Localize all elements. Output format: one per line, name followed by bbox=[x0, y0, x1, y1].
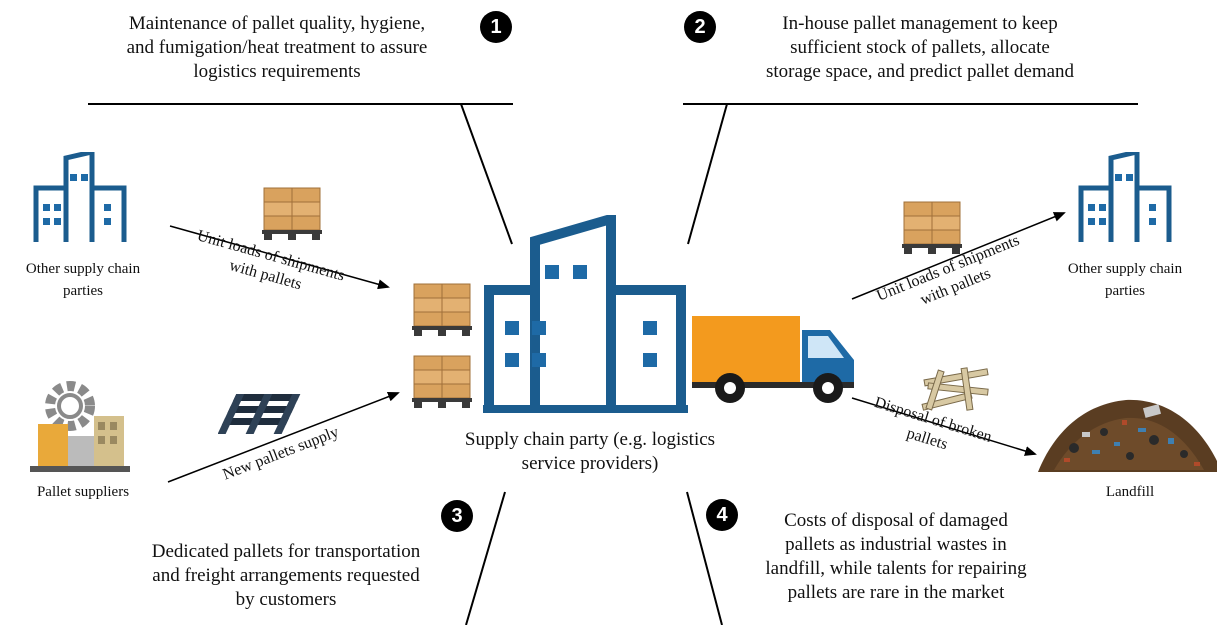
point-2-text: In-house pallet management to keep suffi… bbox=[710, 12, 1130, 84]
center-label-line: service providers) bbox=[521, 453, 659, 474]
box-pallet-icon bbox=[902, 201, 962, 254]
point-4-line: Costs of disposal of damaged bbox=[784, 510, 1008, 531]
factory-icon bbox=[30, 381, 130, 472]
point-1-leader bbox=[460, 103, 513, 245]
left-unit-loads-arrow bbox=[169, 225, 390, 290]
point-1-line: Maintenance of pallet quality, hygiene, bbox=[128, 13, 426, 34]
center-label-line: Supply chain party (e.g. logistics bbox=[464, 429, 716, 450]
suppliers-label: Pallet suppliers bbox=[36, 484, 130, 500]
empty-pallet-icon bbox=[218, 394, 301, 434]
point-4-line: pallets as industrial wastes in bbox=[785, 534, 1007, 555]
point-1-line: logistics requirements bbox=[193, 61, 361, 82]
point-4-text: Costs of disposal of damaged pallets as … bbox=[726, 509, 1066, 605]
building-icon bbox=[1078, 152, 1172, 242]
left-parties-line: parties bbox=[63, 283, 103, 299]
point-1-badge: 1 bbox=[480, 11, 512, 43]
right-unit-loads-arrow bbox=[851, 212, 1066, 300]
point-3-text: Dedicated pallets for transportation and… bbox=[96, 540, 476, 612]
point-3-line: by customers bbox=[235, 589, 337, 610]
building-icon bbox=[33, 152, 127, 242]
point-4-line: pallets are rare in the market bbox=[787, 582, 1005, 603]
window-icons bbox=[532, 321, 546, 367]
landfill-label: Landfill bbox=[1105, 484, 1155, 500]
point-2-line: In-house pallet management to keep bbox=[782, 13, 1058, 34]
broken-pallet-icon bbox=[921, 367, 989, 411]
center-label: Supply chain party (e.g. logistics servi… bbox=[410, 428, 770, 476]
point-2-badge: 2 bbox=[684, 11, 716, 43]
new-pallets-arrow bbox=[167, 391, 400, 483]
box-pallet-icon bbox=[412, 283, 472, 336]
point-2-line: storage space, and predict pallet demand bbox=[765, 61, 1075, 82]
truck-icon bbox=[692, 316, 854, 403]
left-parties-line: Other supply chain bbox=[25, 261, 141, 277]
landfill-icon bbox=[1038, 399, 1217, 472]
point-4-badge: 4 bbox=[706, 499, 738, 531]
box-pallet-icon bbox=[412, 355, 472, 408]
point-2-leader bbox=[687, 103, 728, 245]
building-icon bbox=[483, 215, 688, 413]
point-3-line: and freight arrangements requested bbox=[152, 565, 420, 586]
right-parties-label: Other supply chain parties bbox=[1042, 258, 1208, 302]
point-2-line: sufficient stock of pallets, allocate bbox=[790, 37, 1050, 58]
point-4-line: landfill, while talents for repairing bbox=[765, 558, 1027, 579]
point-3-line: Dedicated pallets for transportation bbox=[151, 541, 421, 562]
right-parties-line: Other supply chain bbox=[1067, 261, 1183, 277]
point-3-badge: 3 bbox=[441, 500, 473, 532]
point-3-leader bbox=[465, 491, 506, 625]
point-4-leader bbox=[686, 491, 723, 625]
disposal-arrow bbox=[851, 397, 1037, 456]
point-1-text: Maintenance of pallet quality, hygiene, … bbox=[72, 12, 482, 84]
right-parties-line: parties bbox=[1105, 283, 1145, 299]
left-parties-label: Other supply chain parties bbox=[0, 258, 166, 302]
point-1-line: and fumigation/heat treatment to assure bbox=[126, 37, 428, 58]
box-pallet-icon bbox=[262, 187, 322, 240]
